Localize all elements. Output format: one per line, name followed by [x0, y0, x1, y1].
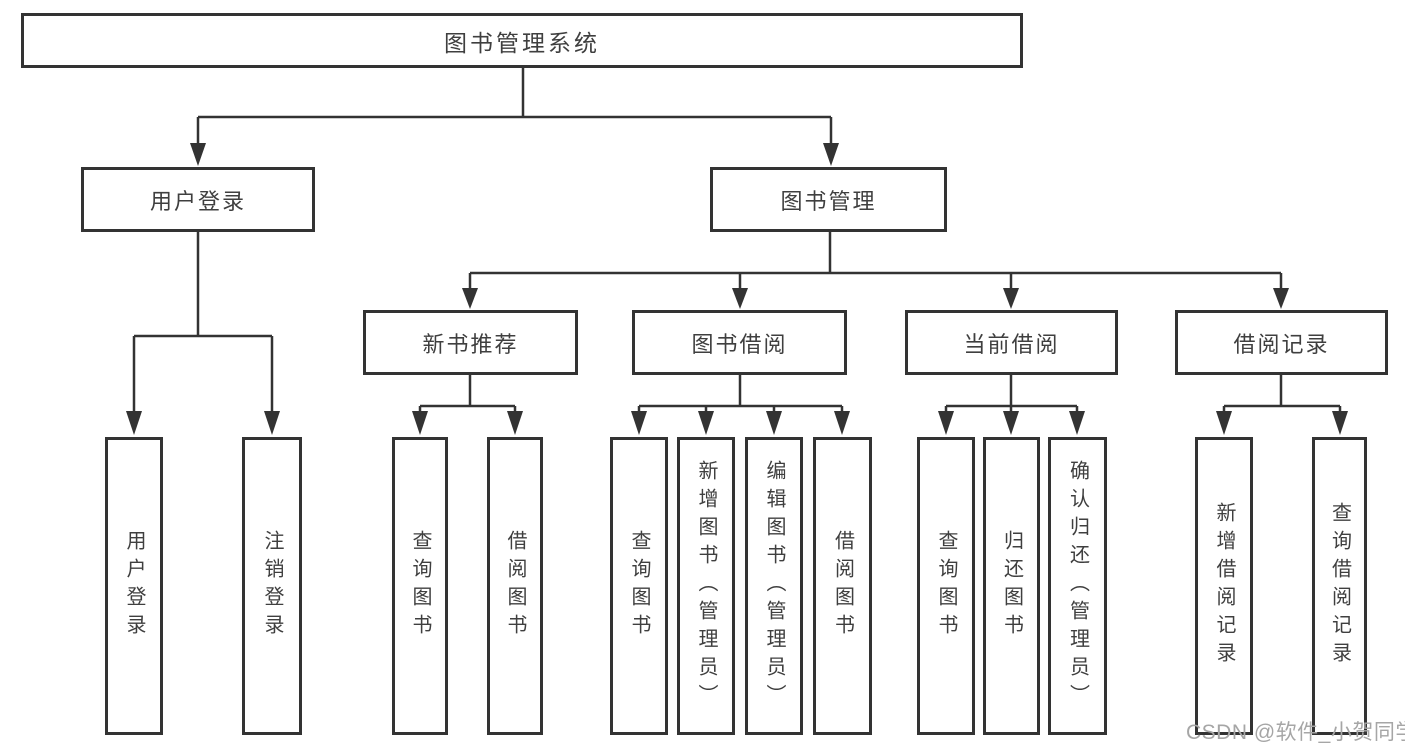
- arrow-down-icon: [462, 288, 478, 309]
- node-label: 归还图书: [1000, 530, 1023, 642]
- arrow-down-icon: [264, 411, 280, 435]
- arrow-down-icon: [732, 288, 748, 309]
- node-label: 查询图书: [409, 530, 431, 642]
- node-label: 图书管理: [780, 188, 877, 214]
- node-label: 注销登录: [261, 530, 283, 642]
- node-library-management-system: 图书管理系统: [21, 13, 1023, 68]
- edge-new-book-recommend-to-leaves: [418, 375, 517, 414]
- leaf-confirm-return-admin: 确认归还（管理员）: [1048, 437, 1107, 735]
- leaf-return-books: 归还图书: [983, 437, 1040, 735]
- edge-user-login-to-leaves: [132, 232, 274, 414]
- node-label: 查询图书: [935, 530, 957, 642]
- arrow-down-icon: [1069, 411, 1085, 435]
- node-label: 用户登录: [123, 530, 145, 642]
- node-label: 查询图书: [628, 530, 650, 642]
- node-label: 用户登录: [149, 188, 246, 214]
- node-current-borrow: 当前借阅: [905, 310, 1118, 375]
- node-label: 新增借阅记录: [1213, 502, 1235, 670]
- edge-book-management-to-level3: [468, 232, 1283, 292]
- watermark: CSDN @软件_小贺同学: [1186, 721, 1405, 744]
- node-label: 借阅记录: [1233, 331, 1330, 357]
- node-book-management: 图书管理: [710, 167, 947, 232]
- arrow-down-icon: [412, 411, 428, 435]
- arrow-down-icon: [1216, 411, 1232, 435]
- arrowheads: [126, 143, 1348, 435]
- edge-borrow-records-to-leaves: [1222, 375, 1342, 414]
- node-label: 图书借阅: [691, 331, 788, 357]
- leaf-query-books-3: 查询图书: [917, 437, 975, 735]
- arrow-down-icon: [834, 411, 850, 435]
- node-label: 确认归还（管理员）: [1066, 460, 1089, 712]
- node-label: 新增图书（管理员）: [695, 460, 717, 712]
- arrow-down-icon: [1003, 411, 1019, 435]
- node-new-book-recommend: 新书推荐: [363, 310, 578, 375]
- node-book-borrow: 图书借阅: [632, 310, 847, 375]
- node-label: 查询借阅记录: [1328, 502, 1351, 670]
- leaf-user-login: 用户登录: [105, 437, 163, 735]
- leaf-edit-book-admin: 编辑图书（管理员）: [745, 437, 803, 735]
- arrow-down-icon: [1273, 288, 1289, 309]
- leaf-add-borrow-record: 新增借阅记录: [1195, 437, 1253, 735]
- leaf-add-book-admin: 新增图书（管理员）: [677, 437, 735, 735]
- leaf-query-borrow-record: 查询借阅记录: [1312, 437, 1367, 735]
- arrow-down-icon: [190, 143, 206, 166]
- arrow-down-icon: [126, 411, 142, 435]
- arrow-down-icon: [1332, 411, 1348, 435]
- leaf-logout: 注销登录: [242, 437, 302, 735]
- node-label: 图书管理系统: [444, 29, 600, 56]
- edge-book-borrow-to-leaves: [637, 375, 844, 414]
- node-label: 借阅图书: [504, 530, 526, 642]
- arrow-down-icon: [507, 411, 523, 435]
- node-user-login: 用户登录: [81, 167, 315, 232]
- edge-root-to-level2: [196, 68, 833, 146]
- node-label: 新书推荐: [422, 331, 519, 357]
- arrow-down-icon: [766, 411, 782, 435]
- edge-current-borrow-to-leaves: [944, 375, 1079, 414]
- leaf-query-books-1: 查询图书: [392, 437, 448, 735]
- node-borrow-records: 借阅记录: [1175, 310, 1388, 375]
- node-label: 当前借阅: [963, 331, 1060, 357]
- arrow-down-icon: [698, 411, 714, 435]
- leaf-borrow-books-1: 借阅图书: [487, 437, 543, 735]
- leaf-query-books-2: 查询图书: [610, 437, 668, 735]
- arrow-down-icon: [1003, 288, 1019, 309]
- arrow-down-icon: [631, 411, 647, 435]
- node-label: 编辑图书（管理员）: [763, 460, 785, 712]
- arrow-down-icon: [938, 411, 954, 435]
- arrow-down-icon: [823, 143, 839, 166]
- node-label: 借阅图书: [831, 530, 854, 642]
- leaf-borrow-books-2: 借阅图书: [813, 437, 872, 735]
